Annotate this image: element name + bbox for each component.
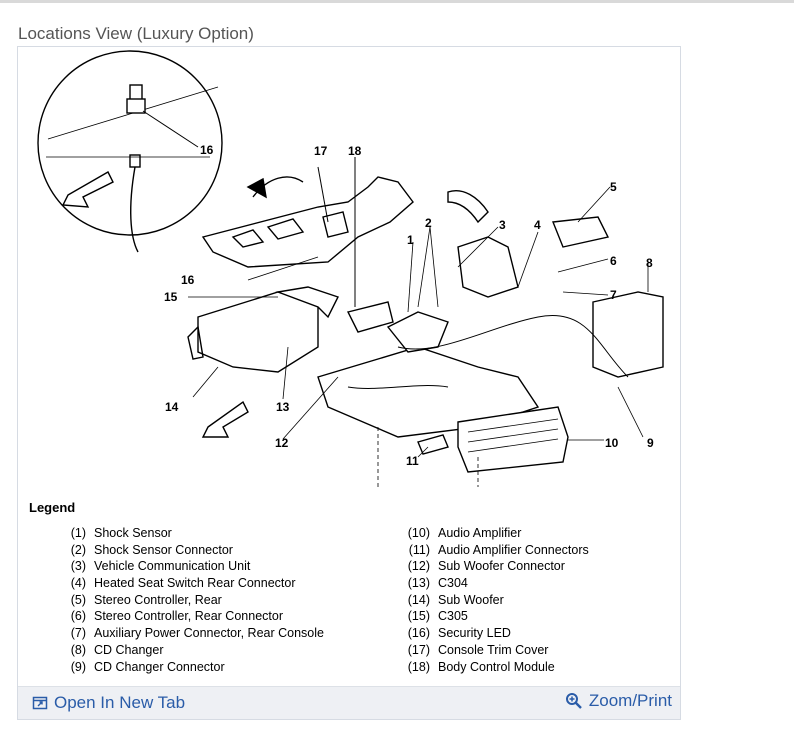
legend-item: (14) Sub Woofer [400, 592, 589, 609]
legend-item: (15) C305 [400, 608, 589, 625]
callout-16-detail: 16 [200, 143, 214, 157]
legend-label: Audio Amplifier [438, 526, 522, 540]
legend-item: (1) Shock Sensor [56, 525, 324, 542]
callout-5: 5 [610, 180, 617, 194]
legend-item: (4) Heated Seat Switch Rear Connector [56, 575, 324, 592]
callout-4: 4 [534, 218, 541, 232]
legend-title: Legend [29, 500, 76, 515]
legend-item: (11) Audio Amplifier Connectors [400, 542, 589, 559]
legend-number: (8) [70, 642, 86, 657]
callout-7: 7 [610, 288, 617, 302]
callout-8: 8 [646, 256, 653, 270]
legend-label: C304 [438, 576, 468, 591]
legend-number: (16) [407, 626, 430, 641]
legend-number: (15) [407, 609, 430, 624]
legend-number: (11) [408, 542, 430, 557]
legend-label: Stereo Controller, Rear [94, 592, 222, 607]
legend-number: (3) [70, 559, 86, 574]
callout-6: 6 [610, 254, 617, 268]
callout-13: 13 [276, 400, 290, 414]
legend-item: (6) Stereo Controller, Rear Connector [56, 608, 324, 625]
page-title: Locations View (Luxury Option) [18, 24, 254, 43]
legend-label: Shock Sensor [94, 526, 172, 540]
legend-number: (10) [407, 526, 430, 540]
legend-number: (1) [70, 526, 86, 540]
legend-number: (9) [70, 659, 86, 674]
open-new-tab-icon [32, 696, 48, 710]
legend-item: (7) Auxiliary Power Connector, Rear Conso… [56, 625, 324, 642]
legend-label: Security LED [438, 626, 511, 641]
legend-label: CD Changer Connector [94, 659, 225, 674]
legend-label: Auxiliary Power Connector, Rear Console [94, 626, 324, 641]
legend-item: (3) Vehicle Communication Unit [56, 558, 324, 575]
legend-label: Body Control Module [438, 659, 555, 674]
legend-item: (9) CD Changer Connector [56, 659, 324, 676]
legend-item: (18) Body Control Module [400, 659, 589, 676]
callout-14: 14 [165, 400, 179, 414]
legend-item: (10) Audio Amplifier [400, 525, 589, 542]
callout-17: 17 [314, 144, 328, 158]
legend-item: (8) CD Changer [56, 642, 324, 659]
callout-1: 1 [407, 233, 414, 247]
open-in-new-tab-link[interactable]: Open In New Tab [32, 693, 185, 713]
callout-15: 15 [164, 290, 178, 304]
callout-12: 12 [275, 436, 289, 450]
zoom-print-label: Zoom/Print [588, 691, 672, 710]
legend-number: (14) [407, 592, 430, 607]
legend-number: (13) [407, 576, 430, 591]
callout-3: 3 [499, 218, 506, 232]
legend-label: Console Trim Cover [438, 642, 549, 657]
legend-column-right: (10) Audio Amplifier (11) Audio Amplifier … [400, 525, 589, 675]
legend-label: CD Changer [94, 642, 164, 657]
legend-item: (17) Console Trim Cover [400, 642, 589, 659]
detail-circle [37, 50, 223, 236]
legend-item: (2) Shock Sensor Connector [56, 542, 324, 559]
legend-number: (7) [70, 626, 86, 641]
callout-11: 11 [406, 454, 419, 468]
legend-number: (12) [407, 559, 430, 574]
legend-number: (2) [70, 542, 86, 557]
zoom-icon [565, 693, 582, 709]
legend-item: (5) Stereo Controller, Rear [56, 592, 324, 609]
legend-label: C305 [438, 609, 468, 624]
legend-number: (18) [407, 659, 430, 674]
component-location-diagram: 16 17 18 1 2 3 4 5 6 7 8 9 10 11 12 13 1… [37, 50, 664, 487]
top-divider [0, 0, 794, 3]
callout-18: 18 [348, 144, 362, 158]
zoom-print-link[interactable]: Zoom/Print [565, 691, 672, 711]
callout-9: 9 [647, 436, 654, 450]
diagram-footer-bar: Open In New Tab Zoom/Print [18, 686, 680, 719]
open-in-new-tab-label: Open In New Tab [54, 693, 186, 712]
callout-10: 10 [605, 436, 619, 450]
legend-label: Sub Woofer Connector [438, 559, 565, 574]
legend-label: Vehicle Communication Unit [94, 559, 251, 574]
legend-number: (17) [407, 642, 430, 657]
legend-item: (12) Sub Woofer Connector [400, 558, 589, 575]
legend-column-left: (1) Shock Sensor (2) Shock Sensor Connecto… [56, 525, 324, 675]
legend-label: Heated Seat Switch Rear Connector [94, 576, 296, 591]
legend-number: (5) [70, 592, 86, 607]
callout-16: 16 [181, 273, 195, 287]
legend-label: Audio Amplifier Connectors [438, 542, 589, 557]
legend-item: (16) Security LED [400, 625, 589, 642]
legend-item: (13) C304 [400, 575, 589, 592]
legend-label: Stereo Controller, Rear Connector [94, 609, 283, 624]
callout-2: 2 [425, 216, 432, 230]
legend-number: (4) [70, 576, 86, 591]
legend-label: Shock Sensor Connector [94, 542, 233, 557]
legend-label: Sub Woofer [438, 592, 504, 607]
legend-number: (6) [70, 609, 86, 624]
